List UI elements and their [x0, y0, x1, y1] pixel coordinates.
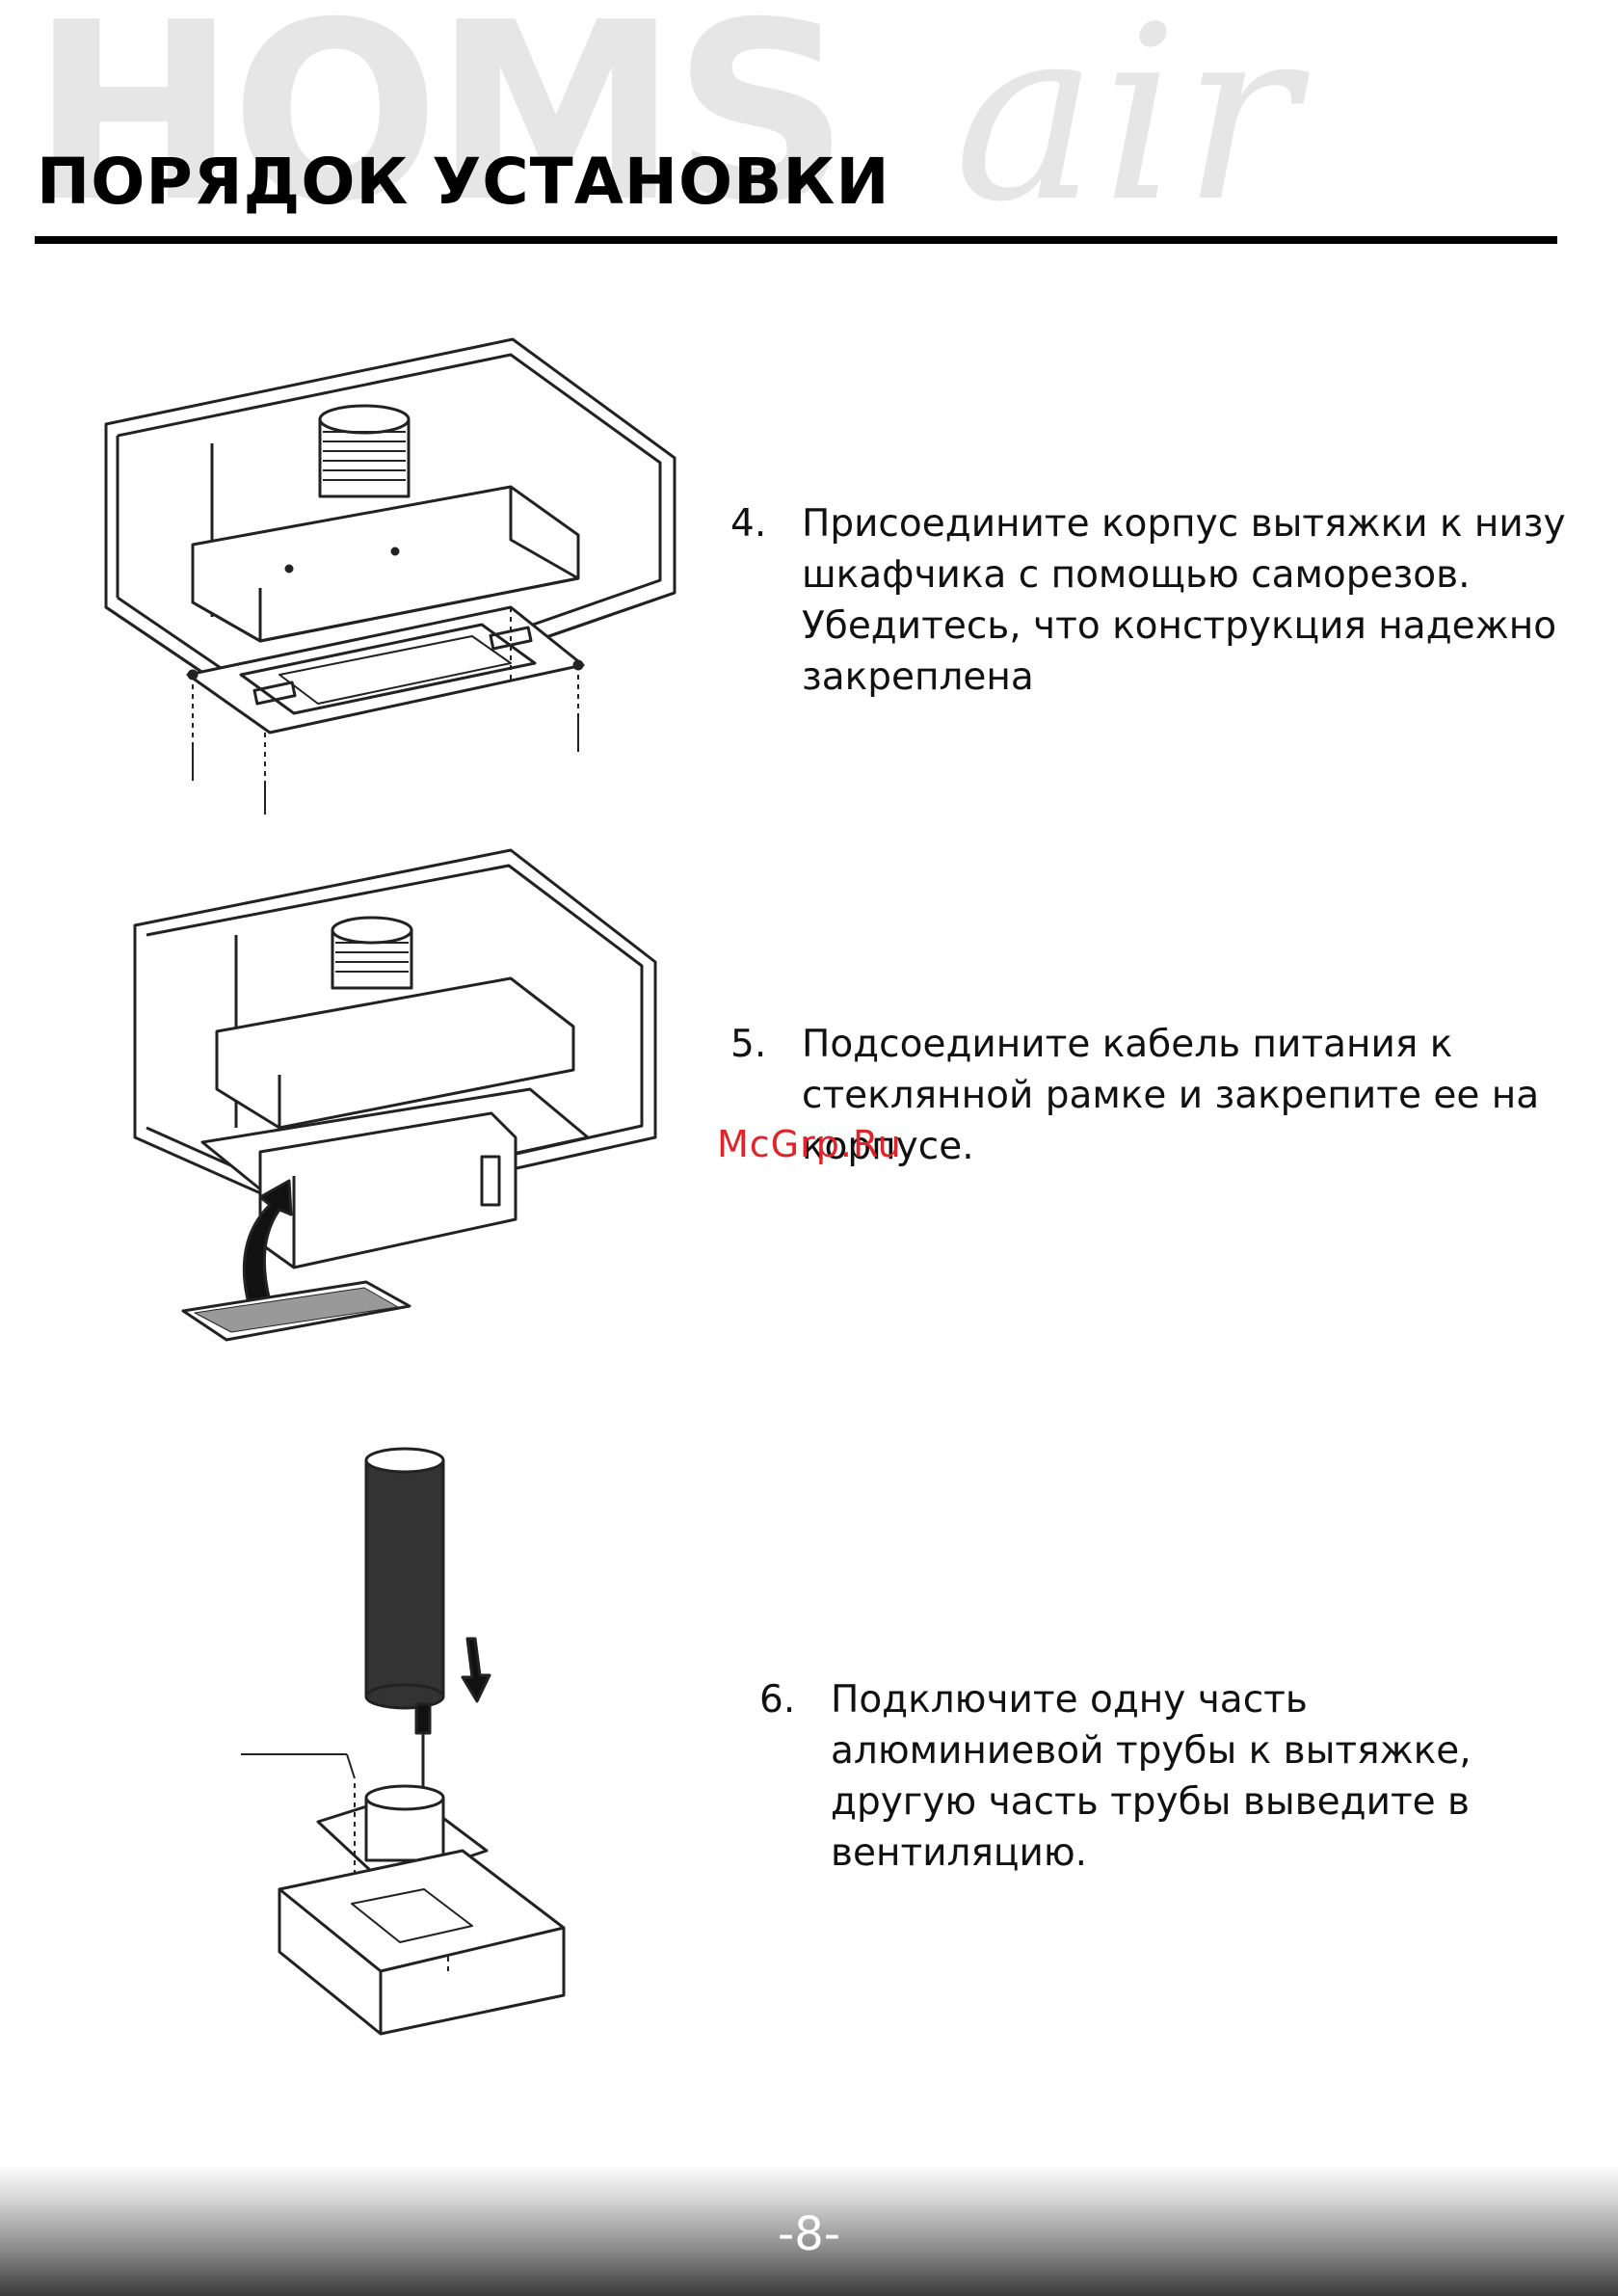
title-divider	[35, 236, 1557, 244]
step-4-number: 4.	[730, 502, 767, 546]
step-5-number: 5.	[730, 1023, 767, 1066]
page-title: ПОРЯДОК УСТАНОВКИ	[37, 145, 890, 219]
page-number: -8-	[777, 2207, 841, 2261]
svg-text:HOMS: HOMS	[31, 0, 844, 231]
step-6-text: Подключите одну часть алюминиевой трубы …	[831, 1678, 1472, 1875]
figure-step4-cabinet-mounting	[104, 337, 676, 814]
step-6: 6. Подключите одну часть алюминиевой тру…	[759, 1674, 1578, 1886]
step-4-text: Присоедините корпус вытяжки к низу шкафч…	[802, 502, 1566, 699]
step-5: 5. Подсоедините кабель питания к стеклян…	[730, 1019, 1578, 1183]
brand-logo: HOMS air	[31, 0, 1310, 231]
figure-step5-glass-frame	[133, 848, 657, 1342]
footer-bar	[0, 2164, 1618, 2296]
figure-step6-duct-connection	[241, 1447, 566, 2036]
svg-text:air: air	[954, 0, 1310, 231]
step-5-text: Подсоедините кабель питания к стеклянной…	[802, 1023, 1540, 1168]
step-4: 4. Присоедините корпус вытяжки к низу шк…	[730, 498, 1578, 710]
step-6-number: 6.	[759, 1678, 796, 1722]
site-watermark: McGrp.Ru	[717, 1123, 902, 1165]
